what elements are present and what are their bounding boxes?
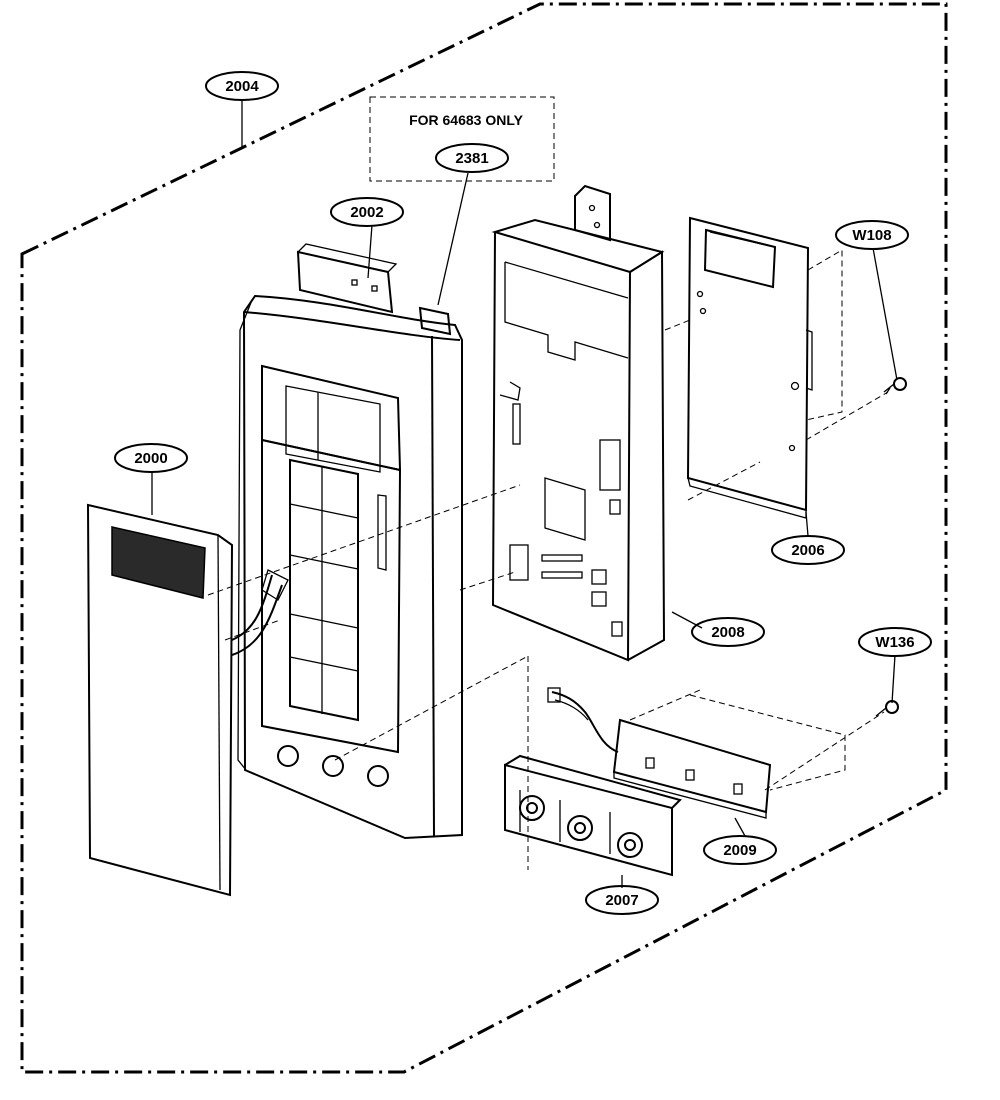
svg-text:2009: 2009 (723, 842, 756, 859)
note-text: FOR 64683 ONLY (409, 112, 524, 128)
callout-w108: W108 (835, 220, 909, 250)
callout-2007: 2007 (585, 885, 659, 915)
control-panel-frame (237, 294, 463, 840)
svg-text:2000: 2000 (134, 450, 167, 467)
svg-text:2006: 2006 (791, 542, 824, 559)
note-box: FOR 64683 ONLY (369, 96, 555, 182)
callout-w136: W136 (858, 627, 932, 657)
callout-2009: 2009 (703, 835, 777, 865)
part-2000-overlay (86, 503, 234, 897)
svg-text:W136: W136 (875, 634, 914, 651)
part-2006-pcb (686, 216, 813, 519)
callout-2381: 2381 (435, 143, 509, 173)
svg-text:W108: W108 (852, 227, 891, 244)
screw-w136 (875, 700, 899, 717)
knob-holes (277, 745, 389, 787)
part-2002-bracket (296, 243, 398, 314)
part-2007-knob-housing (504, 754, 682, 877)
svg-text:2004: 2004 (225, 78, 259, 95)
svg-text:2007: 2007 (605, 892, 638, 909)
alignment-lines (207, 249, 889, 870)
svg-text:2381: 2381 (455, 150, 488, 167)
leader-lines (151, 100, 898, 888)
callout-2008: 2008 (691, 617, 765, 647)
callout-2004: 2004 (205, 71, 279, 101)
part-2008-housing (491, 184, 666, 662)
svg-text:2008: 2008 (711, 624, 744, 641)
callout-2000: 2000 (114, 443, 188, 473)
svg-text:2002: 2002 (350, 204, 383, 221)
assembly-boundary (20, 2, 948, 1074)
callout-2002: 2002 (330, 197, 404, 227)
keypad-grid (289, 458, 359, 722)
display-window (111, 526, 206, 599)
ribbon-cable (231, 569, 289, 656)
callout-2006: 2006 (771, 535, 845, 565)
screw-w108 (883, 377, 907, 395)
part-2009-board (547, 687, 772, 819)
